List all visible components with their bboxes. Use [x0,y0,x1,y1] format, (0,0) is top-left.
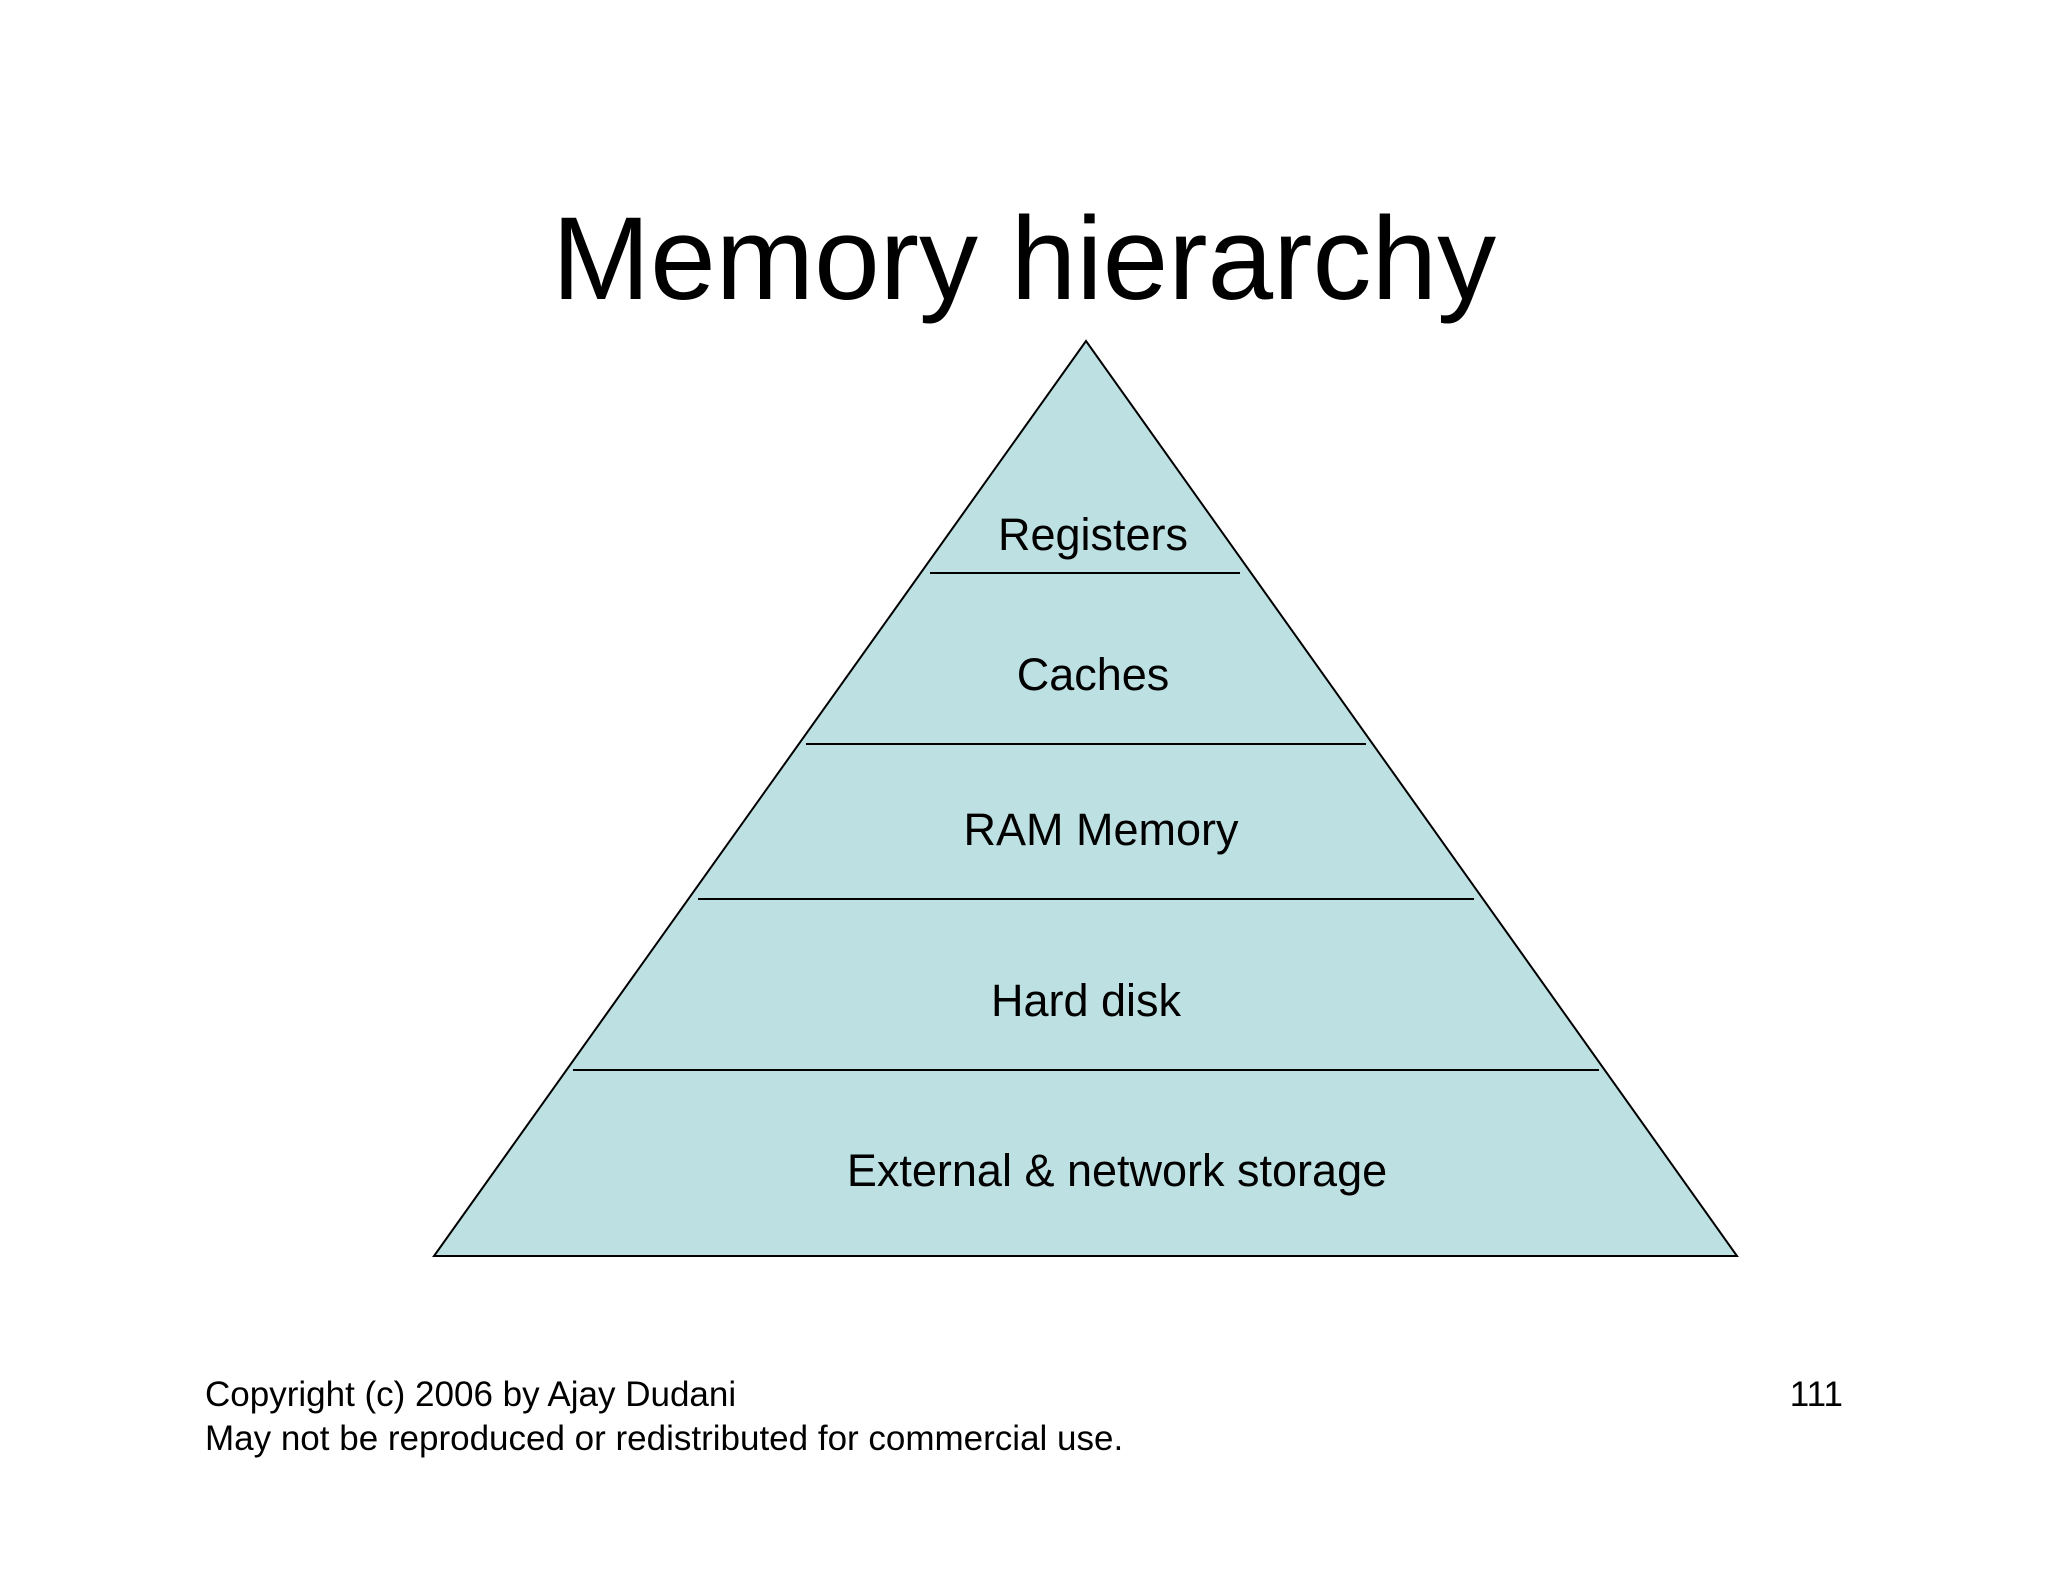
level-label-external-network-storage: External & network storage [847,1145,1387,1196]
level-label-ram-memory: RAM Memory [963,804,1239,855]
page-number: 111 [1789,1375,1843,1414]
level-label-hard-disk: Hard disk [991,975,1182,1026]
level-label-registers: Registers [998,509,1188,560]
slide-title: Memory hierarchy [551,193,1497,325]
copyright-line: Copyright (c) 2006 by Ajay Dudani [205,1375,737,1414]
level-label-caches: Caches [1017,649,1170,700]
usage-restriction-line: May not be reproduced or redistributed f… [205,1419,1124,1458]
copyright-notice: Copyright (c) 2006 by Ajay Dudani May no… [205,1373,1123,1461]
pyramid-triangle [432,339,1739,1257]
